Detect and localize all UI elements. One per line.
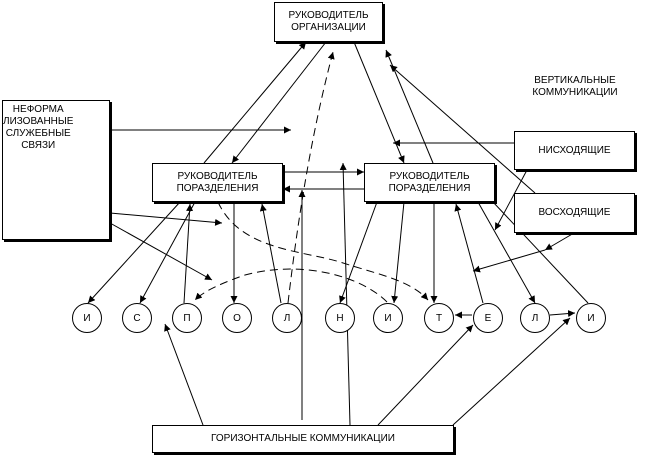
arrow-org-to-right-head (353, 41, 405, 164)
arrow-org-to-left-head (231, 41, 327, 164)
arrow-ascending-short (544, 232, 575, 251)
arrow-left-head-to-i (87, 201, 181, 304)
arrow-e-to-right-head (454, 203, 484, 304)
node-t: Т (424, 303, 454, 333)
node-o: О (222, 303, 252, 333)
arrow-left-head-to-s (139, 201, 196, 304)
dashed-left-to-t (217, 201, 429, 301)
descending-box: НИСХОДЯЩИЕ (514, 131, 635, 170)
arrow-ascending-to-org (389, 64, 536, 194)
dashed-i-to-p (194, 268, 388, 303)
arrow-l-to-left-head (259, 203, 282, 304)
arrow-left-head-to-org (203, 41, 307, 164)
arrow-right-head-to-l (477, 201, 536, 304)
node-i-1: И (72, 303, 102, 333)
dept-head-right-box: РУКОВОДИТЕЛЬ ПОРАЗДЕЛЕНИЯ (364, 163, 495, 202)
arrow-dashed-to-org (287, 51, 335, 304)
node-e: Е (473, 303, 503, 333)
node-i-3: И (576, 303, 606, 333)
node-l-2: Л (520, 303, 550, 333)
arrow-horizontal-to-p (164, 323, 204, 426)
node-p: П (172, 303, 202, 333)
org-head-box: РУКОВОДИТЕЛЬ ОРГАНИЗАЦИИ (274, 2, 383, 42)
line-i-to-right-head (492, 201, 589, 304)
arrow-horizontal-to-i (452, 317, 571, 426)
arrow-l-to-i (549, 310, 576, 318)
node-i-2: И (373, 303, 403, 333)
arrow-horizontal-to-e (377, 324, 474, 426)
ascending-box: ВОСХОДЯЩИЕ (514, 193, 635, 233)
arrow-to-t-node (472, 249, 546, 273)
arrow-p-to-left-head (183, 203, 194, 304)
arrow-informal-to-o (109, 222, 213, 281)
arrow-right-head-to-org (385, 49, 434, 164)
arrow-horizontal-to-right-head (339, 162, 351, 426)
node-s: С (122, 303, 152, 333)
vertical-communications-label: ВЕРТИКАЛЬНЫЕ КОММУНИКАЦИИ (532, 75, 618, 98)
horizontal-communications-box: ГОРИЗОНТАЛЬНЫЕ КОММУНИКАЦИИ (152, 425, 454, 453)
informal-links-box: НЕФОРМА ЛИЗОВАННЫЕ СЛУЖЕБНЫЕ СВЯЗИ (2, 100, 110, 240)
node-l-1: Л (272, 303, 302, 333)
dept-head-left-box: РУКОВОДИТЕЛЬ ПОРАЗДЕЛЕНИЯ (152, 163, 283, 202)
arrow-descending-to-node (494, 169, 528, 231)
arrow-right-head-to-i (391, 201, 405, 304)
node-n: Н (325, 303, 355, 333)
